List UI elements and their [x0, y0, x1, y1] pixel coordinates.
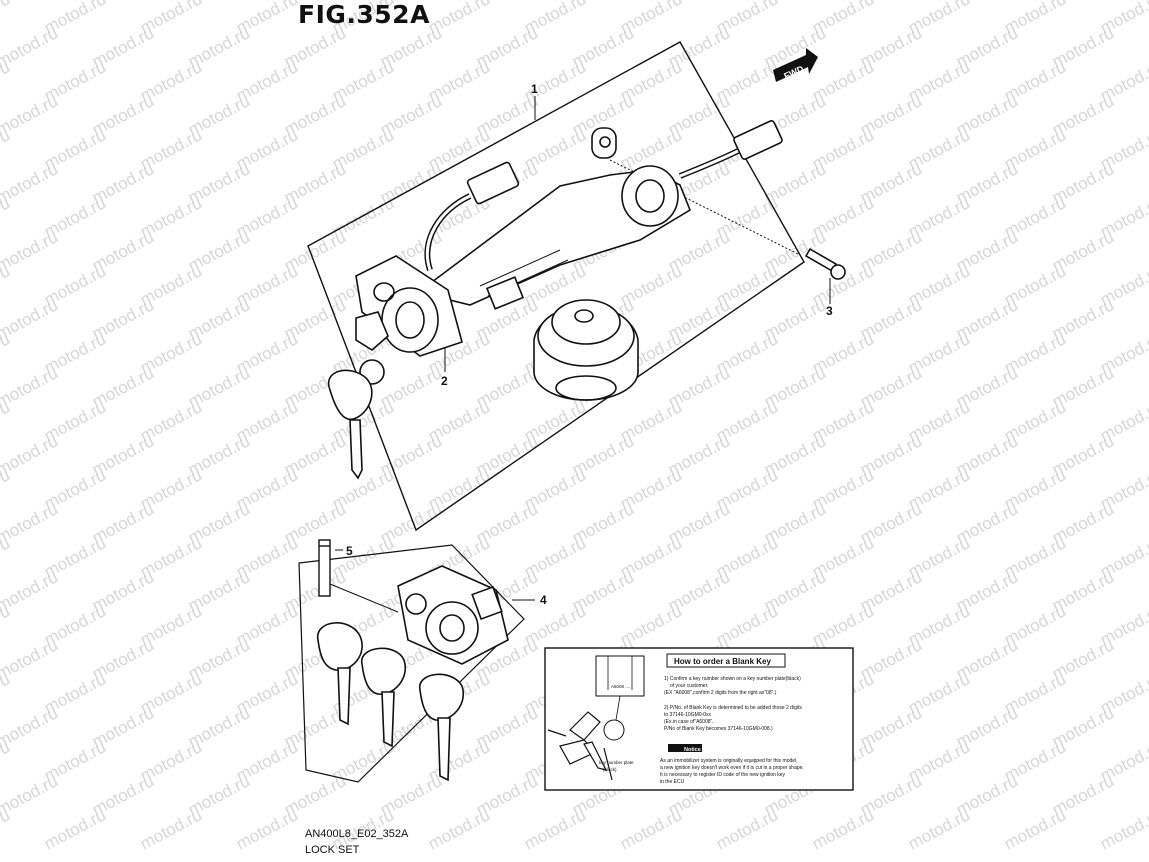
key-number-plate-zoom [603, 719, 625, 741]
watermark-text: motod.ru [0, 23, 61, 71]
watermark-text: motod.ru [0, 159, 61, 207]
notice-badge [668, 744, 702, 752]
watermark-text: motod.ru [1097, 805, 1149, 853]
note-step-2: 2) P/No. of Blank Key is determined to b… [664, 705, 802, 711]
blank-key-note-text: How to order a Blank Key A6008 .... key … [599, 657, 804, 785]
watermark-text: motod.ru [0, 771, 61, 819]
note-step-2: to 37146-10GM0-0xx [664, 712, 711, 718]
callout-part-2: 2 [441, 374, 448, 388]
note-step-2: P/No of Blank Key becomes 37146-10GM0-00… [664, 726, 773, 732]
footer-code: AN400L8_E02_352A [305, 828, 409, 840]
ignition-key-pair [327, 311, 389, 480]
watermark-text: motod.ru [0, 703, 61, 751]
screw-part [804, 247, 846, 280]
fwd-arrow-icon [773, 48, 818, 82]
watermark-text: motod.ru [713, 805, 781, 853]
key-number-plate [595, 655, 645, 697]
watermark-text: motod.ru [0, 635, 61, 683]
watermark-text: motod.ru [905, 805, 973, 853]
watermark-text: motod.ru [809, 805, 877, 853]
callout-part-3: 3 [826, 304, 833, 318]
watermark-text: motod.ru [0, 227, 61, 275]
note-title: How to order a Blank Key [674, 657, 771, 666]
notice-label: Notice [684, 747, 701, 753]
note-step-1: of your customer. [670, 683, 708, 689]
assembly-frame-main [307, 41, 805, 532]
note-plate-caption: key number plate [599, 760, 634, 765]
watermark-text: motod.ru [1001, 805, 1069, 853]
pin-part [318, 539, 331, 597]
fuel-tank-cap [533, 299, 639, 401]
note-notice: in the ECU [660, 779, 685, 785]
note-key-illustration [547, 711, 613, 781]
note-step-1: (EX "A6008",confirm 2 digits from the ri… [664, 690, 777, 696]
leader-lines [329, 96, 831, 613]
watermark-text: motod.ru [425, 805, 493, 853]
footer-name: LOCK SET [305, 844, 360, 856]
callout-part-4: 4 [540, 593, 547, 607]
ignition-switch-assembly [355, 120, 783, 357]
callout-part-5: 5 [346, 544, 353, 558]
watermark-text: motod.ru [0, 363, 61, 411]
watermark-text: motod.ru [0, 0, 13, 38]
watermark-text: motod.ru [0, 567, 61, 615]
note-plate-label: A6008 .... [611, 684, 630, 689]
watermark-text: motod.ru [233, 805, 301, 853]
seat-lock-set [397, 565, 509, 665]
note-step-1: 1) Confirm a key number shown on a key n… [664, 676, 801, 682]
note-plate-caption: (black) [603, 767, 617, 772]
watermark-text: motod.ru [617, 805, 685, 853]
note-notice: a new ignition key doesn't work even if … [660, 765, 804, 771]
watermark-text: motod.ru [521, 805, 589, 853]
watermark-text: motod.ru [0, 295, 61, 343]
blank-key-note-title-box [666, 653, 786, 668]
watermark-text: motod.ru [0, 431, 61, 479]
watermark-text: motod.ru [0, 499, 61, 547]
callout-part-1: 1 [531, 82, 538, 96]
note-step-2: (Ex.in case of"A6008", [664, 719, 714, 725]
watermark-text: motod.ru [0, 91, 61, 139]
spare-keys [317, 622, 465, 782]
watermark-text: motod.ru [137, 805, 205, 853]
watermark-text: motod.ru [41, 805, 109, 853]
note-notice: It is necessary to register ID code of t… [660, 772, 786, 778]
note-notice: As an immobilizer system is originally e… [660, 758, 798, 764]
figure-title: FIG.352A [298, 0, 430, 29]
